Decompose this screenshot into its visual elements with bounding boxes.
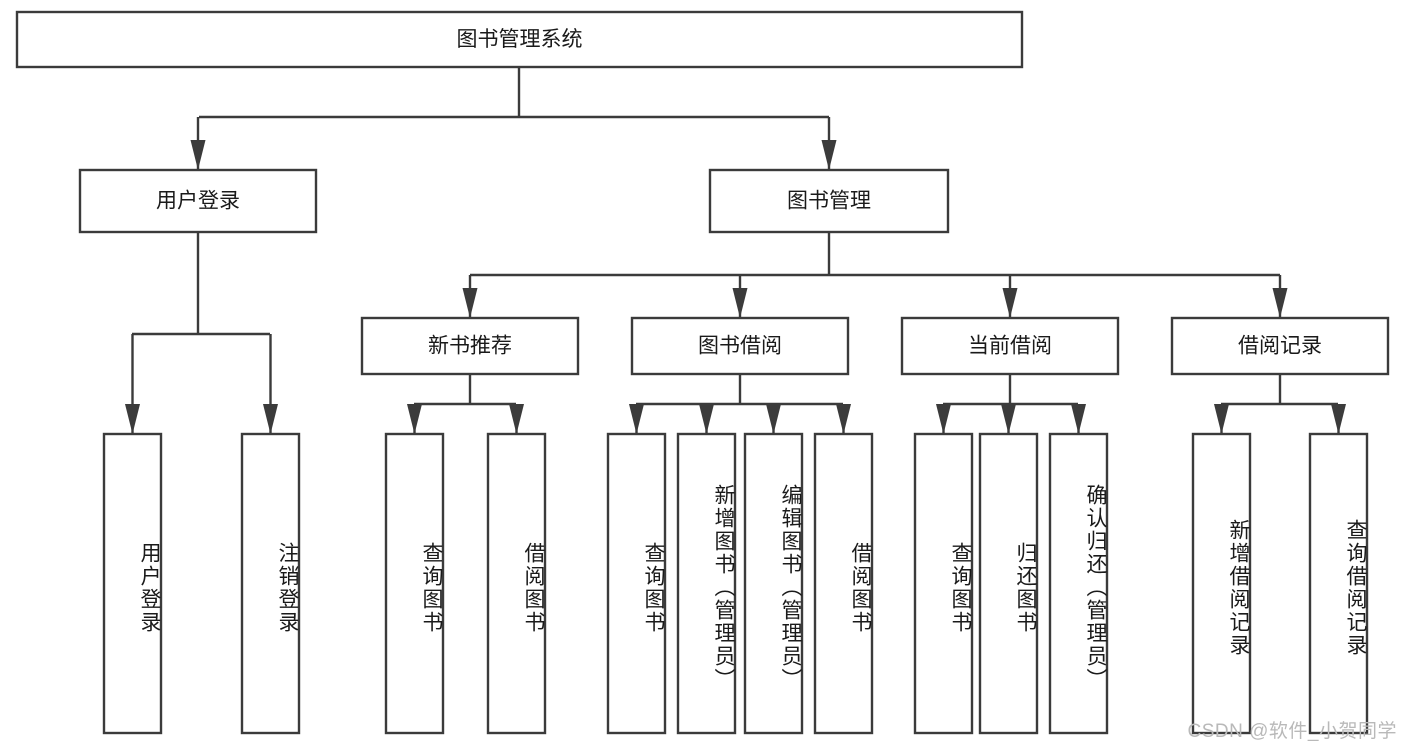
node-box-borrow-record[interactable]	[1170, 316, 1390, 376]
arrowhead-icon-leaf_query_book_1	[407, 404, 422, 434]
node-label-book-borrow: 图书借阅	[698, 335, 782, 358]
arrowhead-icon-new_book_rec	[462, 288, 478, 318]
node-box-leaf-edit-book[interactable]	[743, 432, 804, 735]
node-box-leaf-query-record[interactable]	[1308, 432, 1369, 735]
arrowhead-icon-leaf_return_book	[1001, 404, 1016, 434]
arrowhead-icon-leaf_add_book	[699, 404, 714, 434]
arrowhead-icon-leaf_add_record	[1214, 404, 1229, 434]
arrowhead-icon-leaf_logout	[263, 404, 278, 434]
node-box-book-manage[interactable]	[708, 168, 950, 234]
arrowhead-icon-leaf_confirm_return	[1071, 404, 1086, 434]
node-label-borrow-record: 借阅记录	[1238, 335, 1322, 358]
node-box-new-book-rec[interactable]	[360, 316, 580, 376]
node-label-root: 图书管理系统	[457, 28, 583, 51]
node-label-book-manage: 图书管理	[787, 190, 871, 213]
node-box-leaf-confirm-return[interactable]	[1048, 432, 1109, 735]
node-box-leaf-query-book-1[interactable]	[384, 432, 445, 735]
arrowhead-icon-current_borrow	[1002, 288, 1018, 318]
node-label-user-login: 用户登录	[156, 190, 240, 213]
node-box-root[interactable]	[15, 10, 1024, 69]
arrowhead-icon-leaf_query_book_3	[936, 404, 951, 434]
arrowhead-icon-user_login	[190, 140, 206, 170]
node-box-user-login[interactable]	[78, 168, 318, 234]
arrowhead-icon-leaf_user_login	[125, 404, 140, 434]
node-box-leaf-query-book-2[interactable]	[606, 432, 667, 735]
node-label-current-borrow: 当前借阅	[968, 335, 1052, 358]
node-label-new-book-rec: 新书推荐	[428, 335, 512, 358]
arrowhead-icon-leaf_edit_book	[766, 404, 781, 434]
node-box-leaf-query-book-3[interactable]	[913, 432, 974, 735]
node-box-leaf-add-record[interactable]	[1191, 432, 1252, 735]
node-box-leaf-borrow-book-1[interactable]	[486, 432, 547, 735]
node-box-book-borrow[interactable]	[630, 316, 850, 376]
arrowhead-icon-book_manage	[821, 140, 837, 170]
node-box-layer	[15, 10, 1390, 735]
arrowhead-icon-leaf_query_record	[1331, 404, 1346, 434]
arrowhead-icon-leaf_borrow_book_2	[836, 404, 851, 434]
node-box-leaf-add-book[interactable]	[676, 432, 737, 735]
edge-layer	[125, 67, 1346, 434]
node-box-leaf-logout[interactable]	[240, 432, 301, 735]
arrowhead-icon-leaf_query_book_2	[629, 404, 644, 434]
arrowhead-icon-leaf_borrow_book_1	[509, 404, 524, 434]
arrowhead-icon-borrow_record	[1272, 288, 1288, 318]
node-box-current-borrow[interactable]	[900, 316, 1120, 376]
arrowhead-icon-book_borrow	[732, 288, 748, 318]
node-box-leaf-return-book[interactable]	[978, 432, 1039, 735]
csdn-watermark: CSDN @软件_小贺同学	[1187, 721, 1397, 742]
node-box-leaf-borrow-book-2[interactable]	[813, 432, 874, 735]
node-box-leaf-user-login[interactable]	[102, 432, 163, 735]
